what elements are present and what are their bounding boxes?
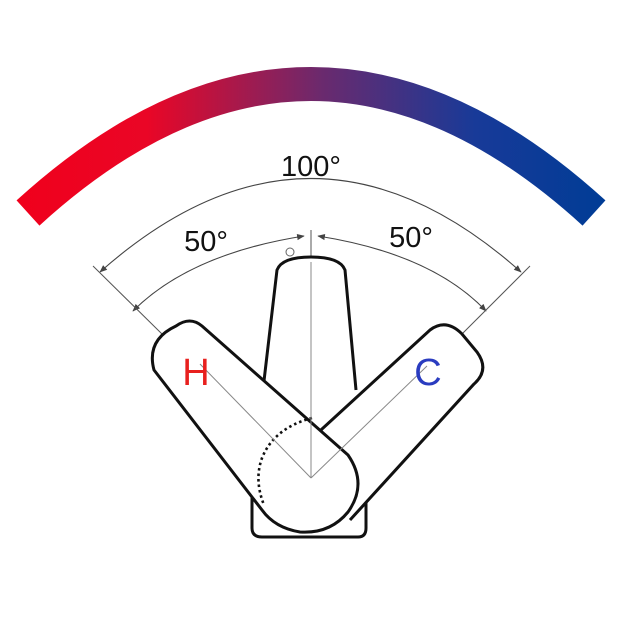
hot-label: H: [182, 352, 209, 394]
extension-line-left: [92, 265, 163, 335]
temperature-gradient-arc: [16, 67, 606, 226]
axis-hot: [199, 363, 312, 479]
lever-hot: [150, 319, 360, 534]
pivot-marker: [285, 247, 295, 257]
lever-center: [258, 255, 358, 416]
cold-label: C: [414, 352, 441, 394]
hidden-edge-dotted: [257, 416, 313, 506]
angle-label-left-50: 50°: [184, 226, 228, 258]
axis-cold: [310, 365, 428, 479]
extension-line-right: [461, 265, 531, 335]
angle-label-100: 100°: [281, 151, 341, 183]
dimension-arc-50-right: [317, 234, 487, 312]
dimension-arc-100: [99, 178, 522, 273]
angle-label-right-50: 50°: [389, 222, 433, 254]
dimension-arc-50-left: [132, 234, 305, 312]
